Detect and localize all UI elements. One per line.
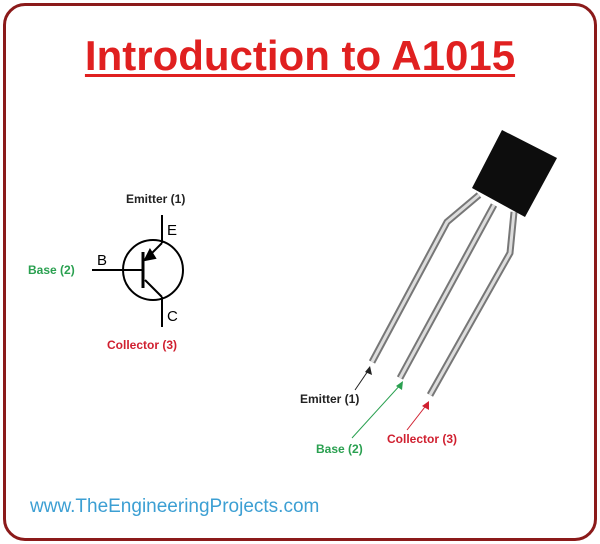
frame-border	[3, 3, 597, 541]
package-collector-label: Collector (3)	[387, 432, 458, 446]
symbol-base-label: Base (2)	[28, 263, 75, 277]
base-pointer	[351, 382, 403, 439]
to92-package	[351, 130, 557, 439]
pin-e-label: E	[167, 222, 178, 239]
symbol-emitter-label: Emitter (1)	[126, 192, 186, 206]
collector-diagonal	[144, 279, 163, 298]
pnp-symbol	[92, 215, 184, 327]
page-title: Introduction to A1015	[84, 32, 516, 79]
symbol-collector-label: Collector (3)	[107, 338, 178, 352]
pin-b-label: B	[97, 252, 108, 269]
package-base-label: Base (2)	[316, 442, 363, 456]
website-url: www.TheEngineeringProjects.com	[30, 496, 320, 517]
collector-pointer	[406, 402, 429, 431]
package-body	[472, 130, 557, 217]
package-emitter-label: Emitter (1)	[300, 392, 360, 406]
pin-c-label: C	[167, 308, 178, 325]
emitter-arrow-icon	[143, 247, 157, 262]
